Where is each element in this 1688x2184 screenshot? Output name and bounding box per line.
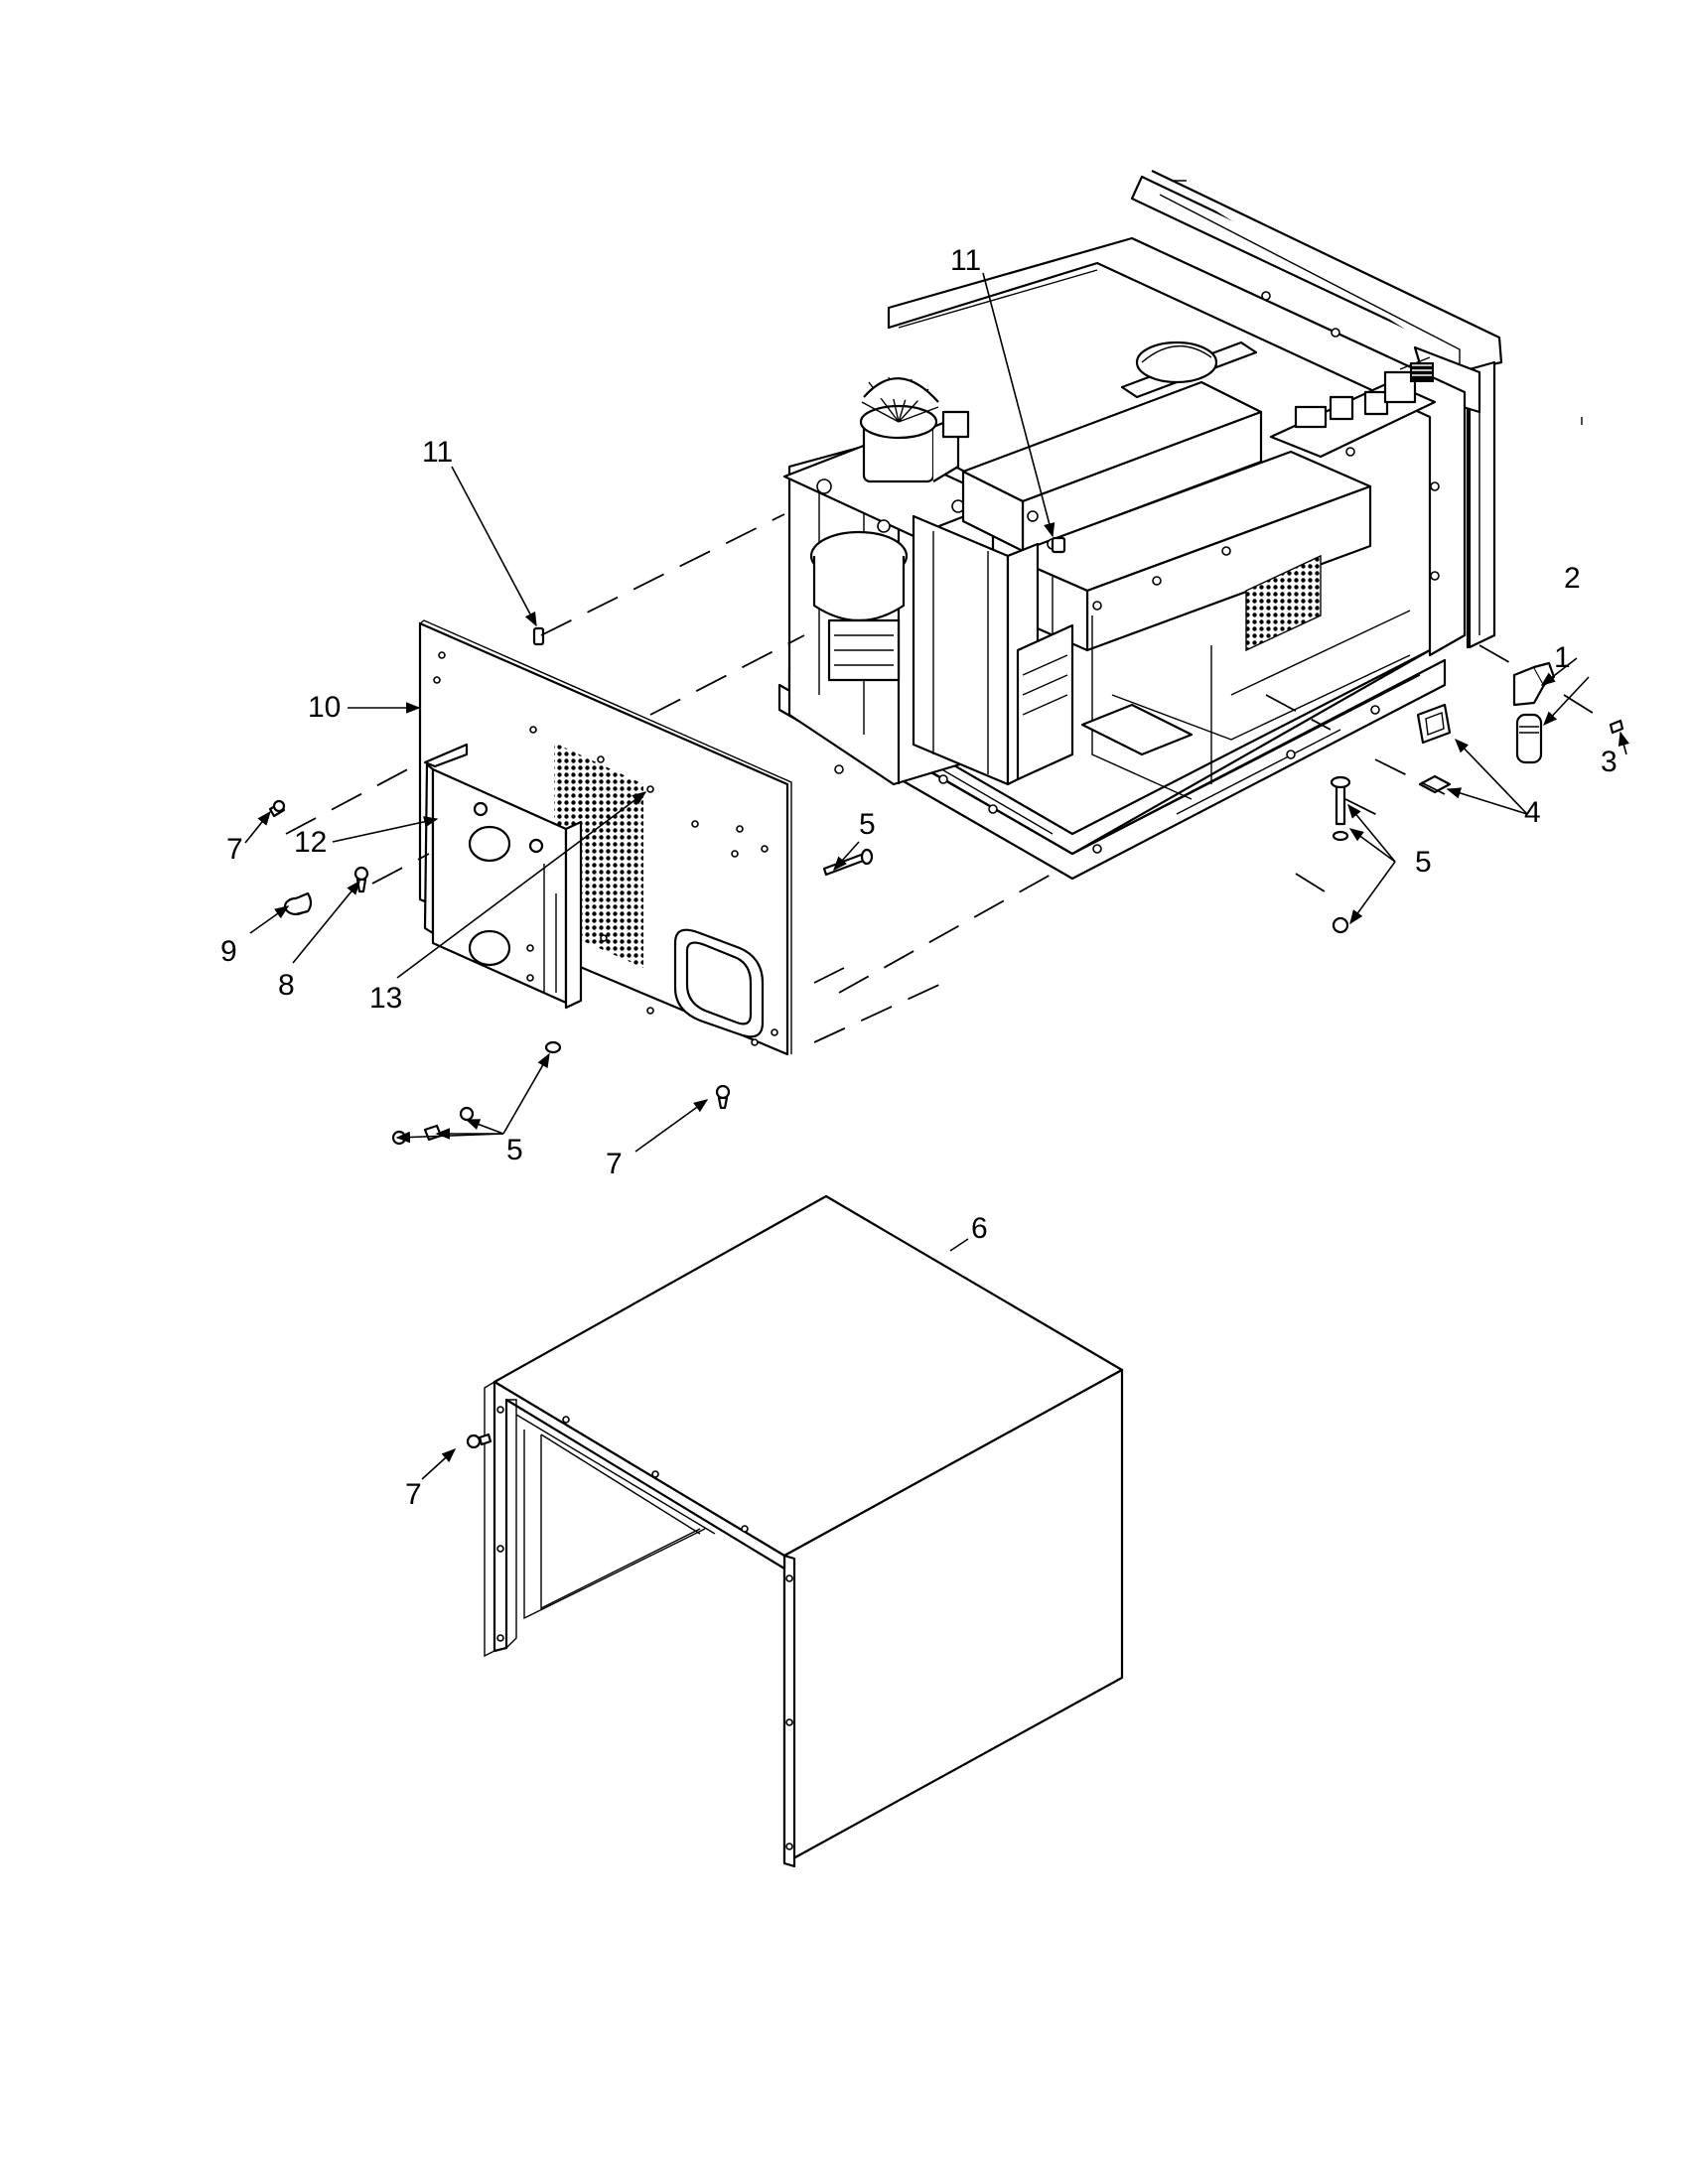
callout-5-right: 5 xyxy=(1415,846,1432,879)
part-4-switch xyxy=(1416,703,1452,794)
connector-block xyxy=(1410,362,1434,382)
part-5-bolt-right xyxy=(1330,775,1351,934)
fan-motor xyxy=(859,376,970,483)
part-7-screw-cover xyxy=(466,1433,492,1449)
part-1-sensor xyxy=(1515,713,1543,764)
callout-9: 9 xyxy=(220,935,237,968)
assembly-lines xyxy=(285,513,1605,1043)
part-12-cover-plate xyxy=(423,743,583,1010)
callout-13: 13 xyxy=(369,982,402,1015)
callout-8: 8 xyxy=(278,969,295,1002)
chassis-screws xyxy=(834,291,1440,854)
part-3-small-screw xyxy=(1609,719,1624,735)
part-2-elbow-fitting xyxy=(1512,661,1556,707)
panel-hatch-cover xyxy=(673,928,765,1038)
callout-5-middle: 5 xyxy=(859,808,876,841)
part-13-nut xyxy=(528,838,544,854)
leader-lines xyxy=(244,272,1629,1480)
callout-6: 6 xyxy=(971,1212,988,1245)
cover-screw-holes xyxy=(496,1406,793,1850)
callout-3: 3 xyxy=(1601,746,1618,778)
part-9-knob xyxy=(283,891,313,916)
callout-labels: 1 2 3 4 5 5 5 6 7 7 7 8 9 10 11 11 12 13 xyxy=(220,244,1618,1511)
callout-11-top: 11 xyxy=(950,244,981,277)
part-10-back-panel xyxy=(418,619,792,1056)
part-8-screw xyxy=(353,866,369,893)
part-7-screw-left xyxy=(268,799,286,818)
callout-7-cover: 7 xyxy=(405,1478,422,1511)
callout-1: 1 xyxy=(1554,641,1571,674)
callout-12: 12 xyxy=(294,826,327,859)
callout-5-lower: 5 xyxy=(506,1134,523,1166)
part-5-nuts-lower xyxy=(391,1040,562,1146)
callout-10: 10 xyxy=(308,691,341,724)
oven-chassis xyxy=(777,170,1583,881)
part-7-screw-lower xyxy=(715,1084,731,1110)
part-6-outer-cover xyxy=(484,1194,1124,1868)
callout-7-lower: 7 xyxy=(606,1148,623,1180)
part-11-clip-left xyxy=(532,626,545,646)
part-11-clip-top xyxy=(1051,536,1066,554)
callout-7-left: 7 xyxy=(226,833,243,866)
callout-2: 2 xyxy=(1564,562,1581,595)
callout-4: 4 xyxy=(1524,796,1541,829)
callout-11-left: 11 xyxy=(422,436,453,469)
